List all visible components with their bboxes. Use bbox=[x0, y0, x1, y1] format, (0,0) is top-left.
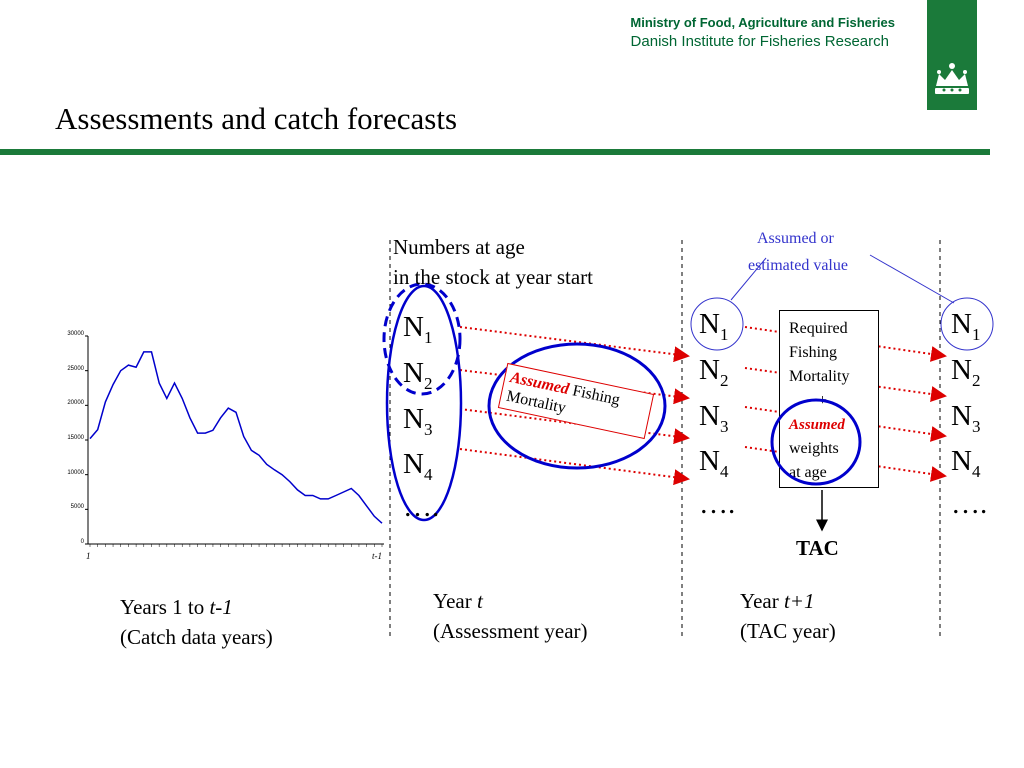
weights-line2: at age bbox=[789, 464, 827, 481]
numbers-heading-line1: Numbers at age bbox=[393, 235, 525, 259]
ytick-label: 0 bbox=[80, 539, 84, 545]
numbers-heading-line2: in the stock at year start bbox=[393, 265, 594, 289]
required-line1: Required bbox=[789, 320, 848, 337]
recruits-dashed-ellipse bbox=[382, 282, 462, 396]
page-title: Assessments and catch forecasts bbox=[55, 101, 458, 136]
crown-icon bbox=[935, 63, 969, 94]
callout-line-left bbox=[730, 257, 767, 301]
catch-series-line bbox=[89, 351, 383, 524]
ytick-label: 25000 bbox=[67, 366, 84, 372]
assumed-callout-line1: Assumed or bbox=[757, 230, 834, 247]
ministry-name: Ministry of Food, Agriculture and Fisher… bbox=[630, 15, 895, 30]
assessment-year-subcaption: (Assessment year) bbox=[433, 619, 588, 643]
weights-line1: weights bbox=[789, 440, 839, 457]
n4-label: N4 bbox=[403, 448, 433, 485]
fishing-mortality-ellipse bbox=[487, 342, 667, 470]
arrow-n4-year-t bbox=[459, 448, 690, 486]
n3-label: N3 bbox=[403, 402, 433, 439]
institute-name: Danish Institute for Fisheries Research bbox=[630, 33, 889, 50]
assumed-callout-line2: estimated value bbox=[748, 257, 848, 274]
tac-label: TAC bbox=[796, 536, 839, 560]
ytick-label: 5000 bbox=[70, 504, 84, 510]
xtick-label-last: t-1 bbox=[372, 551, 382, 561]
n-more: …. bbox=[951, 488, 988, 521]
weights-ellipse bbox=[770, 398, 862, 486]
n3-label: N3 bbox=[699, 399, 729, 436]
n1-label: N1 bbox=[951, 308, 981, 344]
n1-label: N1 bbox=[403, 311, 433, 347]
n1-year-t1-circle bbox=[940, 297, 994, 351]
callout-line-right bbox=[869, 254, 955, 304]
n4-label: N4 bbox=[699, 445, 729, 482]
catch-chart bbox=[85, 335, 384, 547]
n-column-year-t-start: N1 N2 N3 N4 …. bbox=[403, 308, 439, 526]
n3-label: N3 bbox=[951, 399, 981, 436]
ytick-label: 10000 bbox=[67, 470, 84, 476]
assessment-year-caption: Year t bbox=[433, 589, 483, 613]
n1-label: N1 bbox=[699, 308, 729, 344]
title-rule bbox=[0, 149, 990, 155]
xtick-label-first: 1 bbox=[86, 551, 91, 561]
crown-logo bbox=[927, 0, 977, 110]
n2-label: N2 bbox=[699, 353, 729, 390]
tac-year-caption: Year t+1 bbox=[740, 589, 815, 613]
n1-year-t-circle bbox=[690, 297, 744, 351]
required-line3: Mortality bbox=[789, 368, 850, 385]
assumed-weights-word: Assumed bbox=[789, 417, 845, 433]
n-more: …. bbox=[403, 491, 440, 524]
catch-years-subcaption: (Catch data years) bbox=[120, 625, 273, 649]
n4-label: N4 bbox=[951, 445, 981, 482]
n2-label: N2 bbox=[951, 353, 981, 390]
catch-years-caption: Years 1 to t-1 bbox=[120, 595, 233, 619]
ytick-label: 30000 bbox=[67, 331, 84, 337]
tac-year-subcaption: (TAC year) bbox=[740, 619, 836, 643]
arrow-n1-year-t bbox=[459, 326, 690, 363]
ytick-label: 15000 bbox=[67, 435, 84, 441]
required-line2: Fishing bbox=[789, 344, 838, 361]
ytick-label: 20000 bbox=[67, 400, 84, 406]
n2-label: N2 bbox=[403, 356, 433, 393]
n-more: …. bbox=[699, 488, 736, 521]
required-mortality-box: Required Fishing Mortality + Assumed wei… bbox=[779, 310, 879, 488]
arrow-n3-year-t bbox=[459, 408, 690, 445]
n-column-year-t2-start: N1 N2 N3 N4 …. bbox=[951, 305, 987, 523]
numbers-ellipse bbox=[385, 284, 463, 522]
n-column-year-t1-start: N1 N2 N3 N4 …. bbox=[699, 305, 735, 523]
